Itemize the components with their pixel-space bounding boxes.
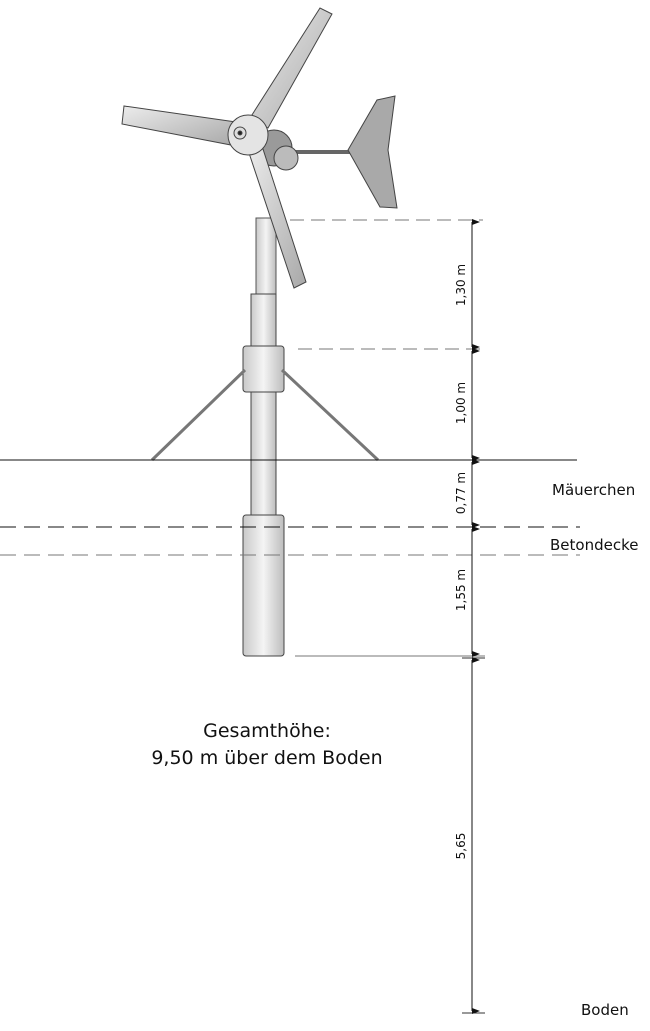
reference-lines xyxy=(0,219,580,1014)
tripod xyxy=(150,368,380,462)
dimension-5-65: 5,65 xyxy=(454,832,468,860)
dimension-1-30: 1,30 m xyxy=(454,263,468,307)
caption-title: Gesamthöhe: xyxy=(203,720,331,742)
pole xyxy=(242,217,285,657)
label-ground: Boden xyxy=(581,1001,629,1019)
dimension-1-00: 1,00 m xyxy=(454,381,468,425)
dimension-0-77: 0,77 m xyxy=(454,471,468,515)
label-wall: Mäuerchen xyxy=(552,481,636,499)
label-slab: Betondecke xyxy=(550,536,639,554)
dimension-1-55: 1,55 m xyxy=(454,568,468,612)
caption-height: 9,50 m über dem Boden xyxy=(151,747,383,769)
wind-turbine xyxy=(121,7,398,289)
